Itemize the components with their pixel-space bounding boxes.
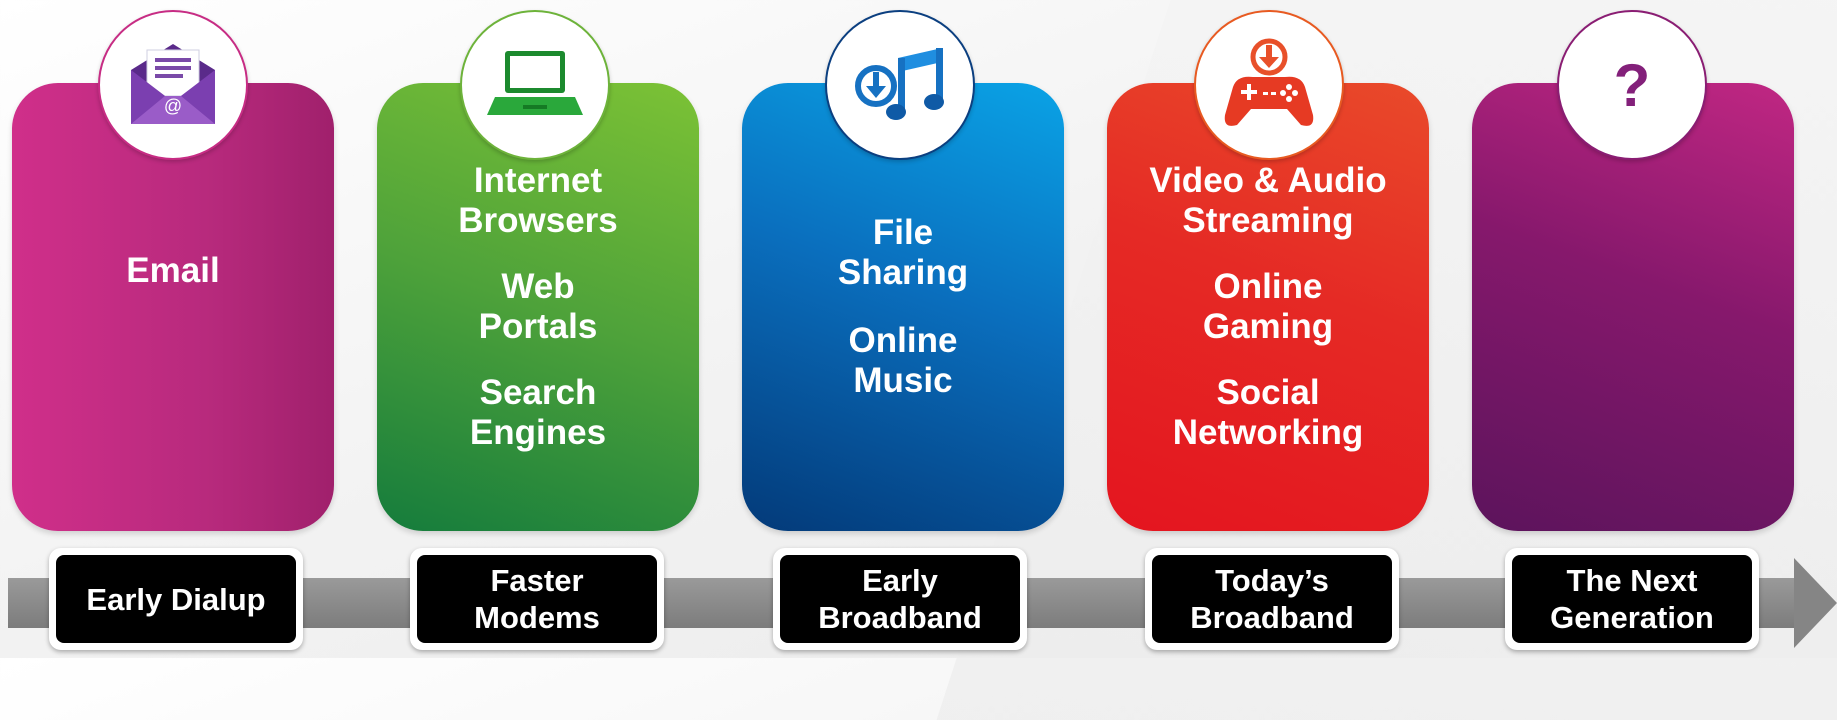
card-item: File Sharing bbox=[838, 213, 968, 293]
card-item: Video & Audio Streaming bbox=[1149, 161, 1386, 241]
card-item: Web Portals bbox=[479, 267, 598, 347]
stage-label-line: Early Dialup bbox=[86, 581, 266, 617]
card-item-line: Online bbox=[848, 321, 958, 360]
card-item-line: Social bbox=[1216, 373, 1320, 412]
card-item: Email bbox=[126, 251, 219, 291]
card-item-line: Online bbox=[1213, 267, 1323, 306]
stage-label-line: Early bbox=[862, 563, 938, 598]
stage-label-line: Generation bbox=[1550, 600, 1714, 635]
card-item-line: Search bbox=[479, 373, 597, 412]
card-item-line: Email bbox=[126, 251, 220, 290]
card-item-line: Portals bbox=[478, 307, 598, 346]
card-item-line: Video & Audio bbox=[1149, 161, 1387, 200]
music-download-icon bbox=[825, 10, 975, 160]
svg-text:@: @ bbox=[164, 96, 182, 116]
card-item: Internet Browsers bbox=[458, 161, 618, 241]
card-item-line: Sharing bbox=[837, 253, 969, 292]
card-item-line: Gaming bbox=[1202, 307, 1334, 346]
card-item-line: Browsers bbox=[458, 201, 618, 240]
card-item-line: File bbox=[872, 213, 934, 252]
card-item-line: Streaming bbox=[1182, 201, 1354, 240]
question-mark-text: ? bbox=[1613, 51, 1651, 119]
card-item: Online Gaming bbox=[1203, 267, 1333, 347]
card-item-line: Internet bbox=[473, 161, 603, 200]
stage-label-faster-modems: Faster Modems bbox=[410, 548, 664, 650]
gamepad-download-icon bbox=[1194, 10, 1344, 160]
stage-label-line: Broadband bbox=[1190, 600, 1354, 635]
stage-label-line: Faster bbox=[490, 563, 584, 598]
card-item: Social Networking bbox=[1173, 373, 1364, 453]
stage-label-line: Today’s bbox=[1215, 563, 1329, 598]
card-item-line: Networking bbox=[1172, 413, 1364, 452]
stage-label-line: Broadband bbox=[818, 600, 982, 635]
card-item-line: Web bbox=[501, 267, 575, 306]
stage-label-early-broadband: Early Broadband bbox=[773, 548, 1027, 650]
card-item: Online Music bbox=[849, 321, 958, 401]
stage-label-early-dialup: Early Dialup bbox=[49, 548, 303, 650]
card-item-line: Music bbox=[853, 361, 953, 400]
stage-label-next-generation: The Next Generation bbox=[1505, 548, 1759, 650]
stage-label-todays-broadband: Today’s Broadband bbox=[1145, 548, 1399, 650]
timeline-arrow-head bbox=[1794, 558, 1837, 648]
email-envelope-icon: @ bbox=[98, 10, 248, 160]
stage-label-line: Modems bbox=[474, 600, 600, 635]
card-item: Search Engines bbox=[470, 373, 606, 453]
question-mark-icon: ? bbox=[1557, 10, 1707, 160]
card-item-line: Engines bbox=[469, 413, 607, 452]
laptop-icon bbox=[460, 10, 610, 160]
stage-label-line: The Next bbox=[1566, 563, 1698, 598]
